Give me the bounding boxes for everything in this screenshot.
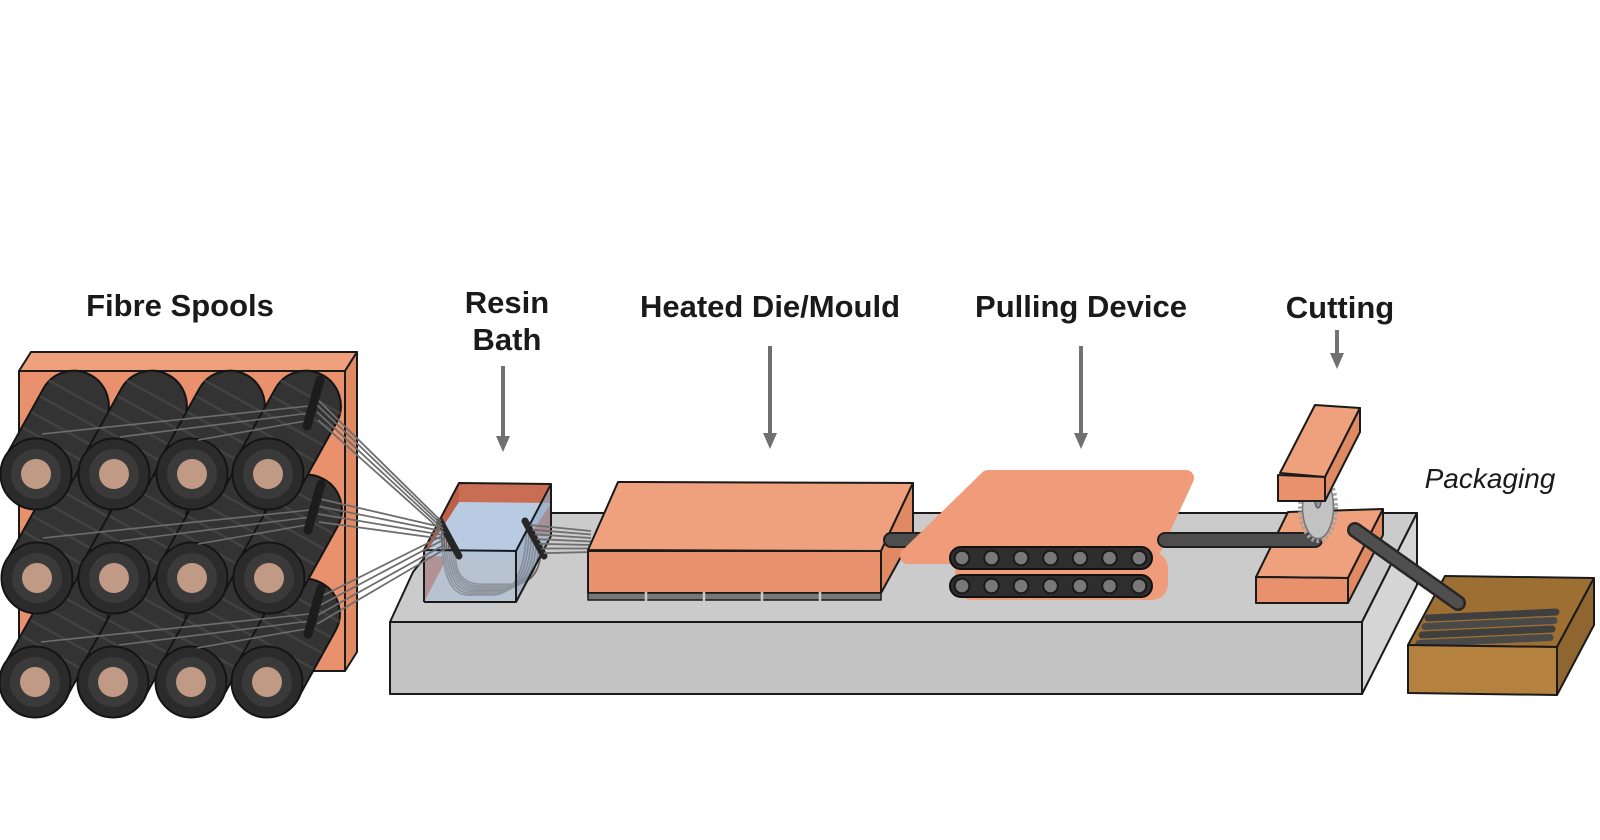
- packaging-box: [1347, 522, 1595, 696]
- box-front-face: [1407, 644, 1558, 696]
- resin-bath: [423, 482, 552, 603]
- heated-die-arrow: [763, 346, 777, 449]
- packaging-label: Packaging: [1425, 463, 1556, 494]
- die-top-face: [587, 481, 914, 552]
- station-labels: Fibre Spools Resin Bath Heated Die/Mould…: [86, 285, 1556, 494]
- heated-die-label: Heated Die/Mould: [640, 289, 900, 324]
- fibre-spools-rack: [0, 351, 446, 725]
- heated-die-mould: [587, 481, 914, 601]
- resin-bath-label-line2: Bath: [473, 322, 542, 357]
- saw-arm: [1277, 404, 1361, 502]
- die-base-plate: [587, 592, 882, 601]
- bath-outline: [423, 482, 552, 603]
- bath-front-glass: [424, 550, 516, 602]
- wetted-threads: [529, 524, 592, 555]
- cutting-station: [1157, 404, 1384, 604]
- fibre-threads: [40, 395, 446, 649]
- die-front-face: [587, 550, 882, 594]
- resin-bath-label-line1: Resin: [465, 285, 549, 320]
- resin-bath-arrow: [496, 366, 510, 452]
- puller-belt-sheet: [900, 470, 1194, 564]
- thread-guide-rods: [302, 375, 326, 639]
- bath-comb-left: [436, 517, 463, 560]
- pultruded-rod-right: [1157, 532, 1323, 548]
- bath-comb-right: [521, 517, 548, 560]
- fibre-spools-label: Fibre Spools: [86, 288, 274, 323]
- cutting-label: Cutting: [1286, 290, 1394, 325]
- thread-guide-rod: [303, 479, 326, 535]
- rack-top-face: [18, 351, 358, 372]
- spools: [0, 356, 356, 725]
- thread-guide-rod: [302, 375, 325, 431]
- pulling-device: [900, 470, 1194, 600]
- table-front-face: [389, 621, 1363, 695]
- box-side-face: [1556, 577, 1595, 696]
- packaged-rods: [1415, 608, 1560, 647]
- cut-rod-piece: [1347, 522, 1466, 611]
- cutting-arrow: [1330, 330, 1344, 369]
- caterpillar-track-upper: [949, 546, 1153, 570]
- pulling-device-label: Pulling Device: [975, 289, 1187, 324]
- pointer-arrows: [496, 330, 1344, 452]
- pulling-device-arrow: [1074, 346, 1088, 449]
- thread-guide-rod: [303, 583, 326, 639]
- caterpillar-track-lower: [949, 574, 1153, 598]
